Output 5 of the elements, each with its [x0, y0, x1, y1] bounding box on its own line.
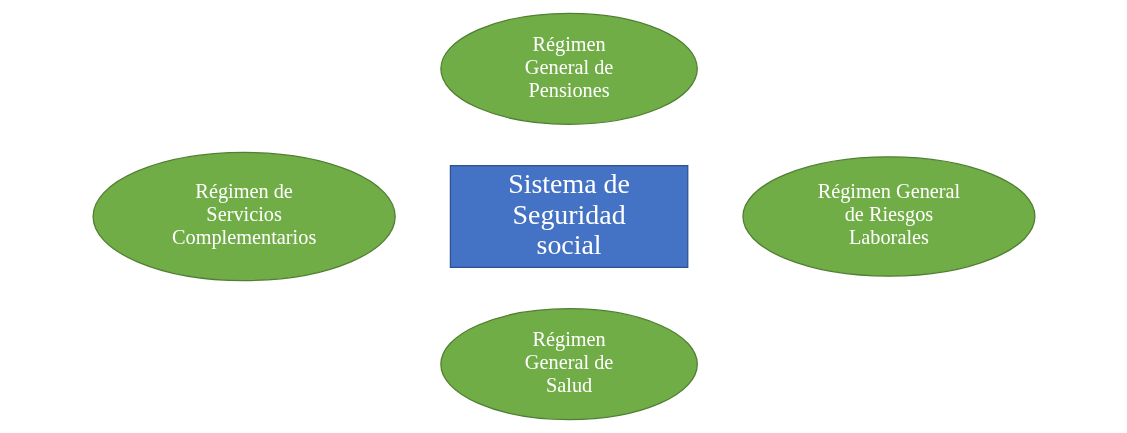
node-ellipse: Régimen General de Salud	[439, 308, 698, 421]
node-box: Sistema de Seguridad social	[449, 165, 688, 268]
node-ellipse: Régimen General de Riesgos Laborales	[741, 156, 1036, 277]
node-ellipse: Régimen de Servicios Complementarios	[91, 151, 396, 282]
node-ellipse: Régimen General de Pensiones	[439, 12, 698, 125]
